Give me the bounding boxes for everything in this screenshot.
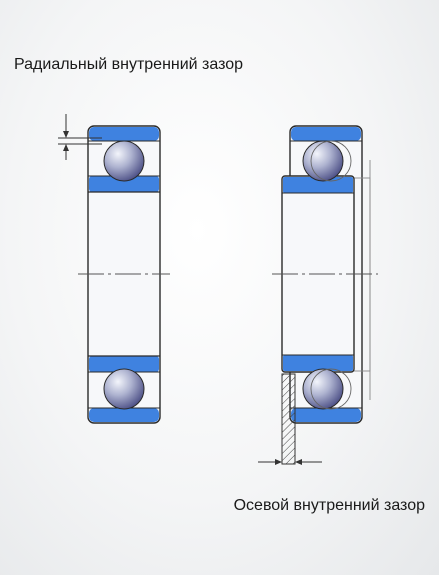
left-top-outer-seal (89, 127, 159, 141)
radial-clearance-dimension (58, 114, 102, 160)
left-bottom-outer-seal (89, 408, 159, 422)
left-bottom-ball (103, 368, 145, 410)
right-bottom-outer-seal (291, 408, 361, 422)
right-top-ball (302, 140, 344, 182)
axial-clearance-gap (281, 373, 296, 465)
right-bottom-inner-seal (283, 355, 353, 371)
axial-clearance-dimension (258, 459, 322, 465)
left-top-ball (103, 140, 145, 182)
right-top-ball-ghost (310, 140, 352, 182)
axial-clearance-label: Осевой внутренний зазор (233, 497, 425, 514)
right-top-inner-seal (283, 177, 353, 193)
right-top-outer-seal (291, 127, 361, 141)
left-top-inner-seal (89, 176, 159, 192)
left-bearing (58, 114, 170, 424)
right-bottom-ball-ghost (310, 368, 352, 410)
radial-clearance-label: Радиальный внутренний зазор (14, 56, 244, 73)
right-bearing (258, 125, 378, 465)
right-bottom-ball (302, 368, 344, 410)
left-bottom-inner-seal (89, 356, 159, 372)
